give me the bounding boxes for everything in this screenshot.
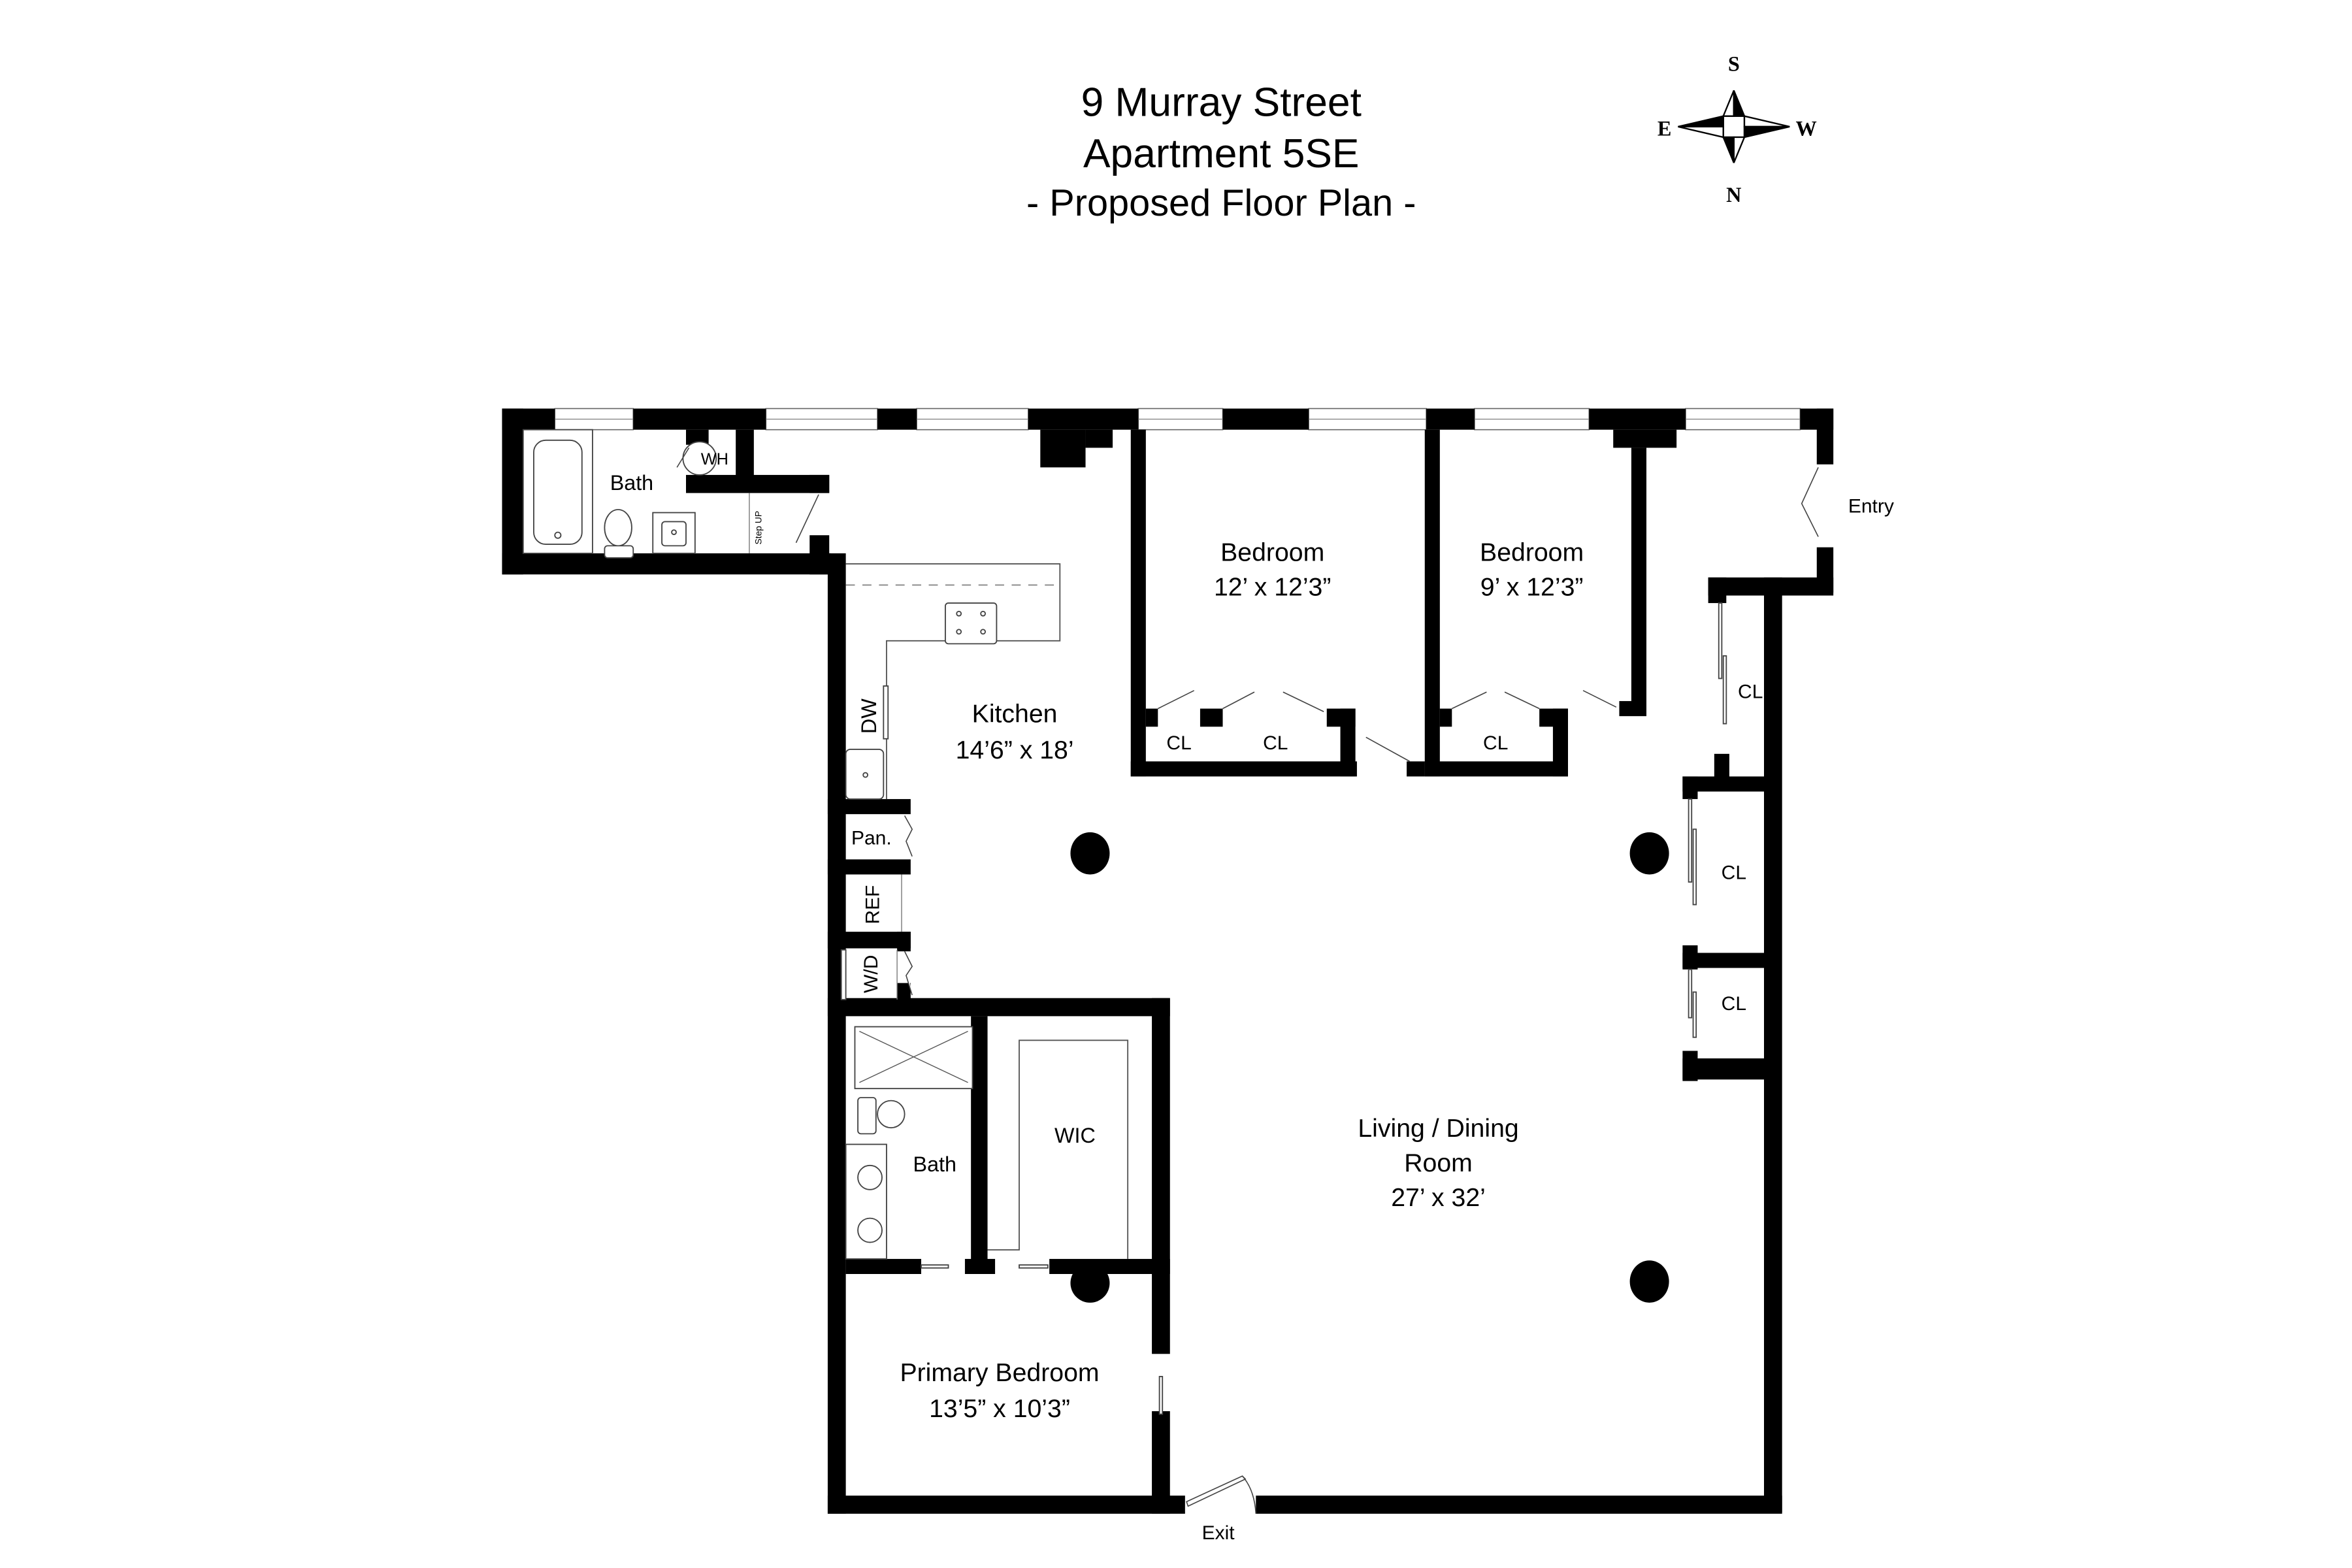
bath-door[interactable] <box>921 1264 949 1269</box>
refrigerator-label: REF <box>862 885 883 924</box>
room-dims-kitchen: 14’6” x 18’ <box>956 736 1074 764</box>
room-label-bedroom-2: Bedroom <box>1480 538 1584 566</box>
door-icon[interactable] <box>795 494 819 544</box>
pantry-door[interactable] <box>904 815 913 857</box>
closet-door[interactable] <box>1282 691 1324 712</box>
room-dims-primary-bedroom: 13’5” x 10’3” <box>929 1394 1070 1423</box>
title-address: 9 Murray Street <box>1081 80 1362 125</box>
room-label-primary-bedroom: Primary Bedroom <box>900 1358 1099 1387</box>
closet-door[interactable] <box>1222 691 1255 710</box>
sink-icon <box>857 1164 883 1190</box>
room-label-bedroom-1: Bedroom <box>1220 538 1324 566</box>
primary-bedroom: Primary Bedroom 13’5” x 10’3” <box>900 1358 1164 1423</box>
bedroom-2: Bedroom 9’ x 12’3” CL <box>1451 538 1617 754</box>
exit-label: Exit <box>1202 1522 1235 1544</box>
walk-in-closet: WIC <box>987 1039 1129 1269</box>
column-icon <box>1629 832 1669 875</box>
room-dims-living: 27’ x 32’ <box>1391 1183 1486 1212</box>
entry-label: Entry <box>1848 496 1894 517</box>
step-up-label: Step UP <box>753 511 763 544</box>
water-heater-label: WH <box>701 450 728 468</box>
entry-door[interactable] <box>1801 467 1819 537</box>
living-dining: Living / Dining Room 27’ x 32’ <box>1358 1114 1518 1212</box>
toilet-icon <box>604 509 632 547</box>
compass-rose-icon: S N E W <box>1658 52 1817 206</box>
compass-west: W <box>1795 117 1816 140</box>
dishwasher-label: DW <box>857 698 881 734</box>
closet-label: CL <box>1263 732 1288 754</box>
kitchen-fixtures: DW Kitchen 14’6” x 18’ Pan. REF W/D <box>840 563 1074 1000</box>
room-label-bath-top: Bath <box>610 471 653 495</box>
compass-east: E <box>1658 117 1672 140</box>
room-label-kitchen: Kitchen <box>972 699 1058 728</box>
column-icon <box>1070 832 1110 875</box>
room-label-living-line1: Living / Dining <box>1358 1114 1518 1143</box>
closet-door[interactable] <box>1451 691 1487 710</box>
entry-area: Entry CL CL CL <box>1688 467 1894 1038</box>
bathtub-basin <box>533 439 583 545</box>
columns <box>1070 832 1669 1303</box>
exit-door[interactable]: Exit <box>1186 1475 1257 1544</box>
cooktop-icon <box>944 602 998 645</box>
washer-dryer-door[interactable] <box>904 951 913 996</box>
closet-door[interactable] <box>1157 690 1195 710</box>
room-label-bath-primary: Bath <box>913 1152 956 1176</box>
compass-south: S <box>1728 52 1740 75</box>
dishwasher-icon <box>883 685 889 740</box>
door-icon[interactable] <box>676 447 690 468</box>
column-icon <box>1629 1260 1669 1303</box>
bedroom-2-door[interactable] <box>1582 690 1617 708</box>
bedroom-1-door[interactable] <box>1365 736 1411 762</box>
primary-bath: Bath <box>845 1026 973 1269</box>
title-apartment: Apartment 5SE <box>1083 131 1359 176</box>
closet-label: CL <box>1738 681 1763 702</box>
title-subtitle: - Proposed Floor Plan - <box>1026 182 1416 224</box>
room-dims-bedroom-2: 9’ x 12’3” <box>1480 573 1584 602</box>
room-dims-bedroom-1: 12’ x 12’3” <box>1214 573 1331 602</box>
closet-label: CL <box>1483 732 1508 754</box>
pantry-label: Pan. <box>851 827 892 849</box>
plan-title: 9 Murray Street Apartment 5SE - Proposed… <box>1026 80 1416 224</box>
closet-label: CL <box>1722 993 1746 1015</box>
closet-door[interactable] <box>1504 691 1540 710</box>
walls <box>502 408 1834 1514</box>
washer-dryer-label: W/D <box>860 955 882 993</box>
room-label-wic: WIC <box>1054 1124 1096 1147</box>
sink-icon <box>857 1217 883 1243</box>
bath-top-fixtures: WH Step UP Bath <box>522 429 819 559</box>
closet-label: CL <box>1722 862 1746 883</box>
bedroom-1: Bedroom 12’ x 12’3” CL CL <box>1157 538 1411 762</box>
closet-label: CL <box>1166 732 1191 754</box>
primary-bedroom-door[interactable] <box>1158 1375 1164 1415</box>
compass-north: N <box>1726 183 1741 206</box>
toilet-icon <box>877 1100 906 1129</box>
shower-icon <box>854 1026 973 1090</box>
wic-door[interactable] <box>1019 1264 1049 1269</box>
column-icon <box>1070 1263 1110 1303</box>
room-label-living-line2: Room <box>1404 1149 1473 1177</box>
